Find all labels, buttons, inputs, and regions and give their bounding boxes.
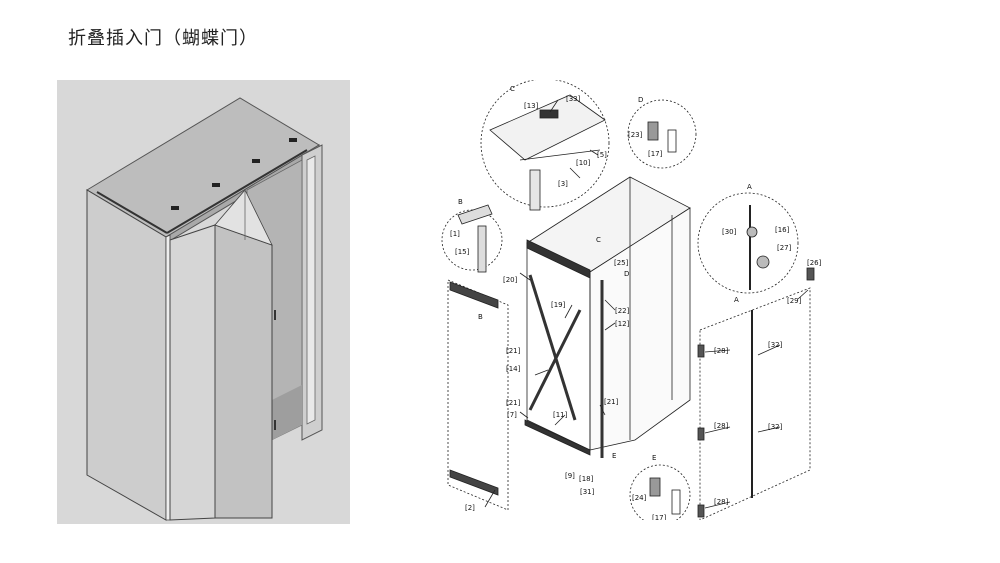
part-label-12: [12] (615, 320, 630, 328)
part-label-32-a: [32] (768, 341, 783, 349)
part-label-15: [15] (455, 248, 470, 256)
part-label-32-b: [32] (768, 423, 783, 431)
part-label-26: [26] (807, 259, 822, 267)
marker-a: A (734, 296, 739, 304)
page-title: 折叠插入门（蝴蝶门） (68, 28, 258, 49)
marker-b: B (478, 313, 483, 321)
left-door-panel (86, 189, 167, 521)
part-label-33: [33] (566, 95, 581, 103)
part-label-13: [13] (524, 102, 539, 110)
part-label-16: [16] (775, 226, 790, 234)
part-label-21-b: [21] (506, 399, 521, 407)
part-label-17-d: [17] (648, 150, 663, 158)
circle-label-d: D (638, 96, 643, 104)
folding-door-leaf-back (214, 224, 273, 519)
part-label-31: [31] (580, 488, 595, 496)
part-label-5: [5] (597, 151, 607, 159)
part-label-20: [20] (503, 276, 518, 284)
part-label-9: [9] (565, 472, 575, 480)
part-label-29: [29] (787, 297, 802, 305)
part-label-7: [7] (507, 411, 517, 419)
part-label-27: [27] (777, 244, 792, 252)
circle-label-c: C (510, 85, 515, 93)
circle-label-e: E (652, 454, 656, 462)
marker-c: C (596, 236, 601, 244)
part-label-18: [18] (579, 475, 594, 483)
part-label-11: [11] (553, 411, 568, 419)
part-label-19: [19] (551, 301, 566, 309)
marker-e: E (612, 452, 616, 460)
part-label-28-b: [28] (714, 422, 729, 430)
cabinet-render-image (57, 80, 350, 524)
part-label-2: [2] (465, 504, 475, 512)
part-label-14: [14] (506, 365, 521, 373)
left-door-dashed (447, 279, 509, 511)
part-label-10: [10] (576, 159, 591, 167)
part-label-17-e: [17] (652, 514, 667, 520)
part-label-25: [25] (614, 259, 629, 267)
part-label-21-a: [21] (506, 347, 521, 355)
part-label-28-c: [28] (714, 498, 729, 506)
circle-label-b: B (458, 198, 463, 206)
part-label-30: [30] (722, 228, 737, 236)
part-label-22: [22] (615, 307, 630, 315)
circle-label-a: A (747, 183, 752, 191)
marker-d: D (624, 270, 629, 278)
part-label-24: [24] (632, 494, 647, 502)
part-label-23: [23] (628, 131, 643, 139)
part-label-21-c: [21] (604, 398, 619, 406)
right-door-dashed (699, 287, 811, 520)
exploded-diagram: C D B A E C D B A E [13] [33] [5] [10] [… (430, 80, 850, 520)
part-label-28-a: [28] (714, 347, 729, 355)
part-label-1: [1] (450, 230, 460, 238)
part-label-3: [3] (558, 180, 568, 188)
folding-door-leaf-front (169, 224, 216, 521)
